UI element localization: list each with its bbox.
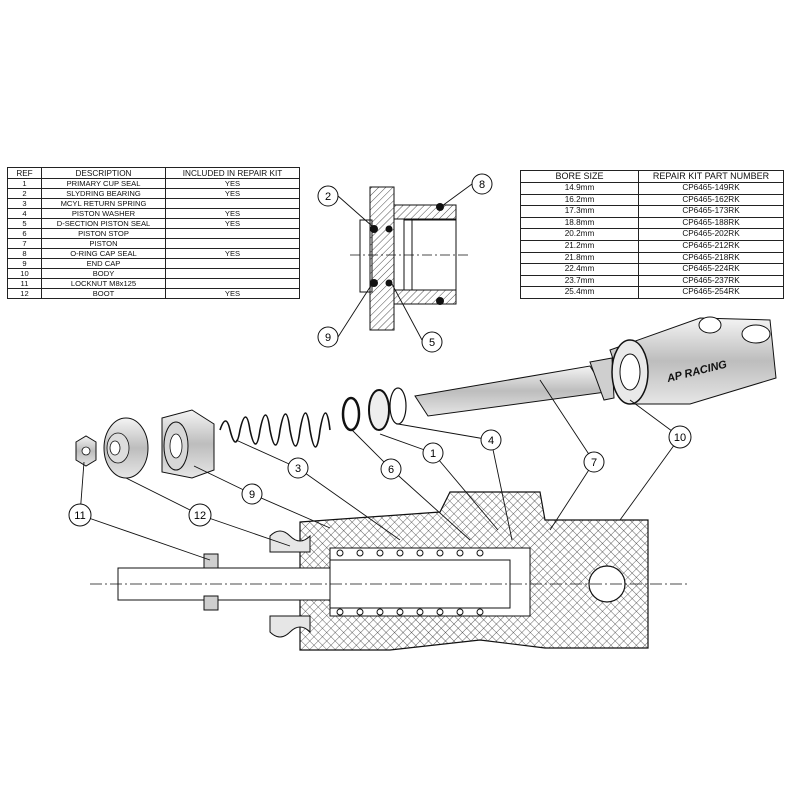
callout-1-label: 1: [430, 448, 436, 460]
locknut-part: [75, 435, 97, 467]
callout-1: 1: [422, 442, 444, 464]
callout-10-label: 10: [674, 432, 686, 444]
callout-11-label: 11: [74, 510, 85, 522]
callout-3-label: 3: [295, 463, 301, 475]
callout-7-label: 7: [591, 457, 597, 469]
cell-part-number: CP6465-202RK: [638, 228, 784, 241]
callout-9-detail: 9: [317, 326, 339, 348]
callout-3: 3: [287, 457, 309, 479]
callout-7: 7: [583, 451, 605, 473]
return-spring-part: [219, 412, 331, 448]
cell-bore: 16.2mm: [520, 193, 639, 207]
cell-part-number: CP6465-149RK: [638, 182, 784, 195]
piston-washer-part: [389, 387, 407, 425]
callout-9-label: 9: [249, 489, 255, 501]
exploded-parts: AP RACING: [75, 316, 777, 479]
callout-12-label: 12: [194, 510, 206, 522]
callout-4-label: 4: [488, 435, 494, 447]
callout-2-label: 2: [325, 191, 331, 203]
cell-bore: 20.2mm: [520, 228, 639, 241]
callout-9-detail-label: 9: [325, 332, 331, 344]
boot-part: [103, 417, 149, 479]
callout-5: 5: [421, 331, 443, 353]
callout-2: 2: [317, 185, 339, 207]
callout-8-label: 8: [479, 179, 485, 191]
piston-stop-part: [341, 396, 361, 432]
cell-part-number: CP6465-254RK: [638, 286, 784, 299]
body-part: AP RACING: [609, 316, 777, 405]
callout-11: 11: [68, 503, 92, 527]
end-cap-detail-section: [350, 186, 470, 331]
callout-6: 6: [380, 458, 402, 480]
cell-part-number: CP6465-173RK: [638, 205, 784, 218]
callout-5-label: 5: [429, 337, 435, 349]
cell-part-number: CP6465-212RK: [638, 239, 784, 253]
cell-part-number: CP6465-162RK: [638, 193, 784, 207]
primary-cup-seal-part: [368, 389, 390, 431]
callout-12: 12: [188, 503, 212, 527]
cell-bore: 21.2mm: [520, 239, 639, 253]
parts-table: REF DESCRIPTION INCLUDED IN REPAIR KIT 1…: [7, 167, 300, 299]
callout-4: 4: [480, 429, 502, 451]
piston-part: [414, 357, 615, 417]
parts-table-header: REF DESCRIPTION INCLUDED IN REPAIR KIT: [7, 167, 300, 179]
cell-part-number: CP6465-188RK: [638, 216, 784, 230]
header-bore-size: BORE SIZE: [520, 170, 639, 183]
assembly-cross-section: [90, 491, 690, 651]
end-cap-part: [161, 409, 215, 479]
cell-included: YES: [165, 288, 300, 299]
callout-9: 9: [241, 483, 263, 505]
callout-8: 8: [471, 173, 493, 195]
header-part-number: REPAIR KIT PART NUMBER: [638, 170, 784, 183]
bore-table-header: BORE SIZE REPAIR KIT PART NUMBER: [520, 170, 784, 183]
callout-6-label: 6: [388, 464, 394, 476]
callout-10: 10: [668, 425, 692, 449]
